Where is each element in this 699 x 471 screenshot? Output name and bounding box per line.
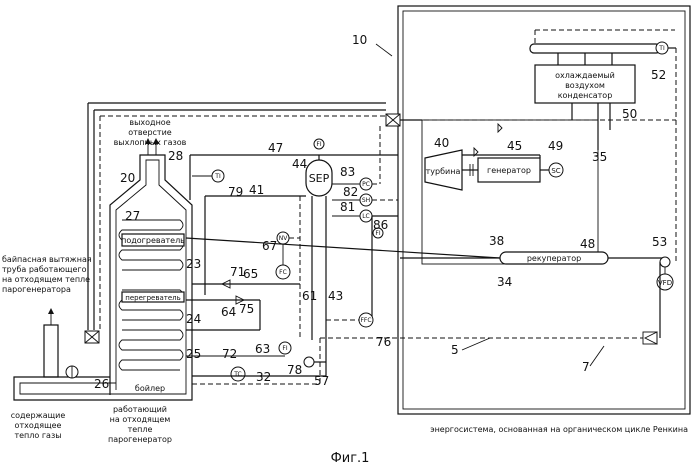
condenser-header — [530, 44, 660, 53]
svg-text:40: 40 — [434, 136, 449, 150]
orc-pump — [660, 257, 670, 267]
svg-text:61: 61 — [302, 289, 317, 303]
svg-text:TC: TC — [233, 371, 242, 378]
right-valve — [645, 332, 657, 344]
svg-text:PC: PC — [362, 181, 370, 188]
turbine-label: турбина — [426, 167, 461, 176]
svg-text:28: 28 — [168, 149, 183, 163]
svg-text:86: 86 — [373, 218, 388, 232]
svg-text:83: 83 — [340, 165, 355, 179]
svg-text:47: 47 — [268, 141, 283, 155]
svg-text:FC: FC — [279, 269, 287, 276]
svg-text:выходное: выходное — [129, 118, 170, 127]
svg-text:75: 75 — [239, 302, 254, 316]
svg-text:48: 48 — [580, 237, 595, 251]
exhaust-outlet-text: выходное отверстие выхлопных газов — [114, 118, 187, 147]
boiler-label: бойлер — [135, 384, 165, 393]
svg-text:50: 50 — [622, 107, 637, 121]
svg-text:64: 64 — [221, 305, 236, 319]
svg-text:TI: TI — [658, 45, 665, 52]
bypass-stack-text: байпасная вытяжная труба работающего на … — [2, 255, 92, 294]
svg-text:тепло газы: тепло газы — [14, 431, 61, 440]
svg-text:45: 45 — [507, 139, 522, 153]
svg-text:57: 57 — [314, 374, 329, 388]
condenser-label-1: охлаждаемый — [555, 71, 615, 80]
svg-text:байпасная вытяжная: байпасная вытяжная — [2, 255, 92, 264]
svg-text:52: 52 — [651, 68, 666, 82]
separator-pump — [304, 357, 314, 367]
svg-text:81: 81 — [340, 200, 355, 214]
svg-text:на отходящем: на отходящем — [110, 415, 171, 424]
svg-text:53: 53 — [652, 235, 667, 249]
condenser-label-3: конденсатор — [558, 91, 613, 100]
svg-text:43: 43 — [328, 289, 343, 303]
svg-text:5: 5 — [451, 343, 459, 357]
svg-text:35: 35 — [592, 150, 607, 164]
svg-text:78: 78 — [287, 363, 302, 377]
svg-text:FI: FI — [316, 141, 321, 148]
condenser-label-2: воздухом — [565, 81, 605, 90]
svg-text:41: 41 — [249, 183, 264, 197]
svg-text:44: 44 — [292, 157, 307, 171]
valve-50 — [498, 124, 502, 132]
svg-text:труба работающего: труба работающего — [2, 265, 87, 274]
preheater-label: подогреватель — [121, 236, 185, 245]
svg-text:82: 82 — [343, 185, 358, 199]
svg-text:20: 20 — [120, 171, 135, 185]
svg-text:38: 38 — [489, 234, 504, 248]
svg-text:63: 63 — [255, 342, 270, 356]
svg-text:49: 49 — [548, 139, 563, 153]
svg-text:72: 72 — [222, 347, 237, 361]
svg-text:7: 7 — [582, 360, 590, 374]
svg-text:65: 65 — [243, 267, 258, 281]
svg-text:NV: NV — [279, 235, 288, 242]
svg-text:27: 27 — [125, 209, 140, 223]
svg-text:работающий: работающий — [113, 405, 167, 414]
svg-text:24: 24 — [186, 312, 201, 326]
superheater-label: перегреватель — [125, 294, 180, 302]
svg-text:TI: TI — [214, 173, 221, 180]
svg-text:на отходящем тепле: на отходящем тепле — [2, 275, 90, 284]
svg-text:содержащие: содержащие — [11, 411, 66, 420]
boiler-coil — [119, 330, 183, 370]
svg-text:парогенератор: парогенератор — [108, 435, 172, 444]
bypass-stack — [44, 325, 58, 377]
svg-text:79: 79 — [228, 185, 243, 199]
svg-text:FFC: FFC — [360, 317, 371, 324]
generator-label: генератор — [487, 166, 531, 175]
svg-text:отверстие: отверстие — [128, 128, 172, 137]
separator-label: SEP — [309, 172, 330, 185]
svg-text:67: 67 — [262, 239, 277, 253]
hrsg-text: работающий на отходящем тепле парогенера… — [108, 405, 172, 444]
svg-text:тепле: тепле — [128, 425, 153, 434]
svg-text:SH: SH — [362, 197, 370, 204]
svg-text:выхлопных газов: выхлопных газов — [114, 138, 187, 147]
hot-gases-text: содержащие отходящее тепло газы — [11, 411, 66, 440]
svg-text:32: 32 — [256, 370, 271, 384]
svg-text:23: 23 — [186, 257, 201, 271]
svg-text:парогенератора: парогенератора — [2, 285, 71, 294]
svg-text:SC: SC — [551, 167, 560, 175]
svg-text:LC: LC — [362, 213, 370, 220]
svg-text:76: 76 — [376, 335, 391, 349]
svg-text:10: 10 — [352, 33, 367, 47]
recuperator-label: рекуператор — [527, 254, 581, 263]
svg-text:отходящее: отходящее — [15, 421, 62, 430]
svg-text:25: 25 — [186, 347, 201, 361]
svg-text:34: 34 — [497, 275, 512, 289]
svg-text:FI: FI — [282, 345, 287, 352]
figure-caption: Фиг.1 — [331, 451, 370, 466]
svg-text:26: 26 — [94, 377, 109, 391]
system-caption: энергосистема, основанная на органическо… — [430, 425, 688, 434]
